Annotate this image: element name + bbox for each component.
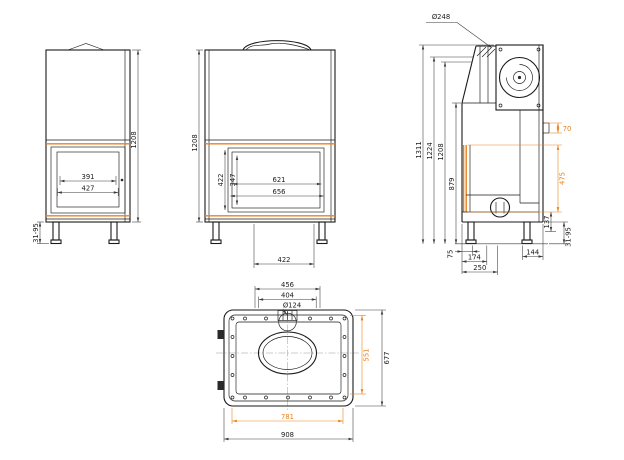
dim-side-depth-duct: 250 (473, 264, 486, 272)
dim-front-leg-range: 31-95 (32, 223, 40, 243)
side-view: Ø248 1311 1224 1208 879 70 475 137 31-95 (415, 13, 573, 275)
dim-top-width-inner: 404 (281, 292, 294, 300)
fan-housing-circle (498, 56, 541, 99)
convection-opening (257, 331, 318, 375)
dim-front-height: 1208 (130, 131, 138, 148)
front-view: 391 427 1208 31-95 (32, 43, 141, 245)
hinge-tab (217, 381, 224, 390)
dim-section-base-width: 422 (278, 256, 291, 264)
intake-circle (278, 312, 297, 332)
dim-side-height-collar: 1224 (426, 142, 434, 159)
dim-front-inner-width: 391 (82, 173, 95, 181)
dim-top-flue-diameter: Ø124 (283, 302, 301, 310)
door-handle (120, 178, 124, 182)
dim-top-width-body: 781 (281, 413, 294, 421)
dim-top-width-total: 908 (281, 431, 294, 439)
dim-top-depth-inner: 551 (363, 349, 371, 362)
dim-side-front-offset: 75 (447, 250, 455, 259)
dim-side-height-body: 1208 (437, 143, 445, 160)
section-view: 1208 422 347 621 656 422 (191, 40, 336, 268)
dim-side-height-total: 1311 (415, 141, 423, 158)
dim-section-glass-height: 347 (229, 174, 237, 187)
dim-section-width-outer: 656 (273, 188, 286, 196)
dim-side-glass-height: 475 (559, 172, 567, 185)
duct-circle (489, 197, 511, 218)
dim-front-frame-width: 427 (82, 185, 95, 193)
dim-side-depth-back: 144 (526, 249, 539, 257)
dim-side-height-opening: 879 (448, 178, 456, 191)
dim-side-top-offset: 70 (563, 125, 572, 133)
dim-top-width-outlet: 456 (281, 281, 294, 289)
dim-side-depth-front: 174 (468, 254, 481, 262)
dim-side-leg-range: 31-95 (565, 227, 573, 247)
top-view: 456 404 Ø124 551 677 781 908 (216, 281, 391, 442)
dim-section-width-inner: 621 (273, 176, 286, 184)
dim-section-opening-height: 422 (217, 174, 225, 187)
dim-top-depth-total: 677 (383, 352, 391, 365)
hinge-tab (217, 330, 224, 339)
dim-side-flue-diameter: Ø248 (432, 13, 450, 21)
dim-section-height: 1208 (191, 134, 199, 151)
